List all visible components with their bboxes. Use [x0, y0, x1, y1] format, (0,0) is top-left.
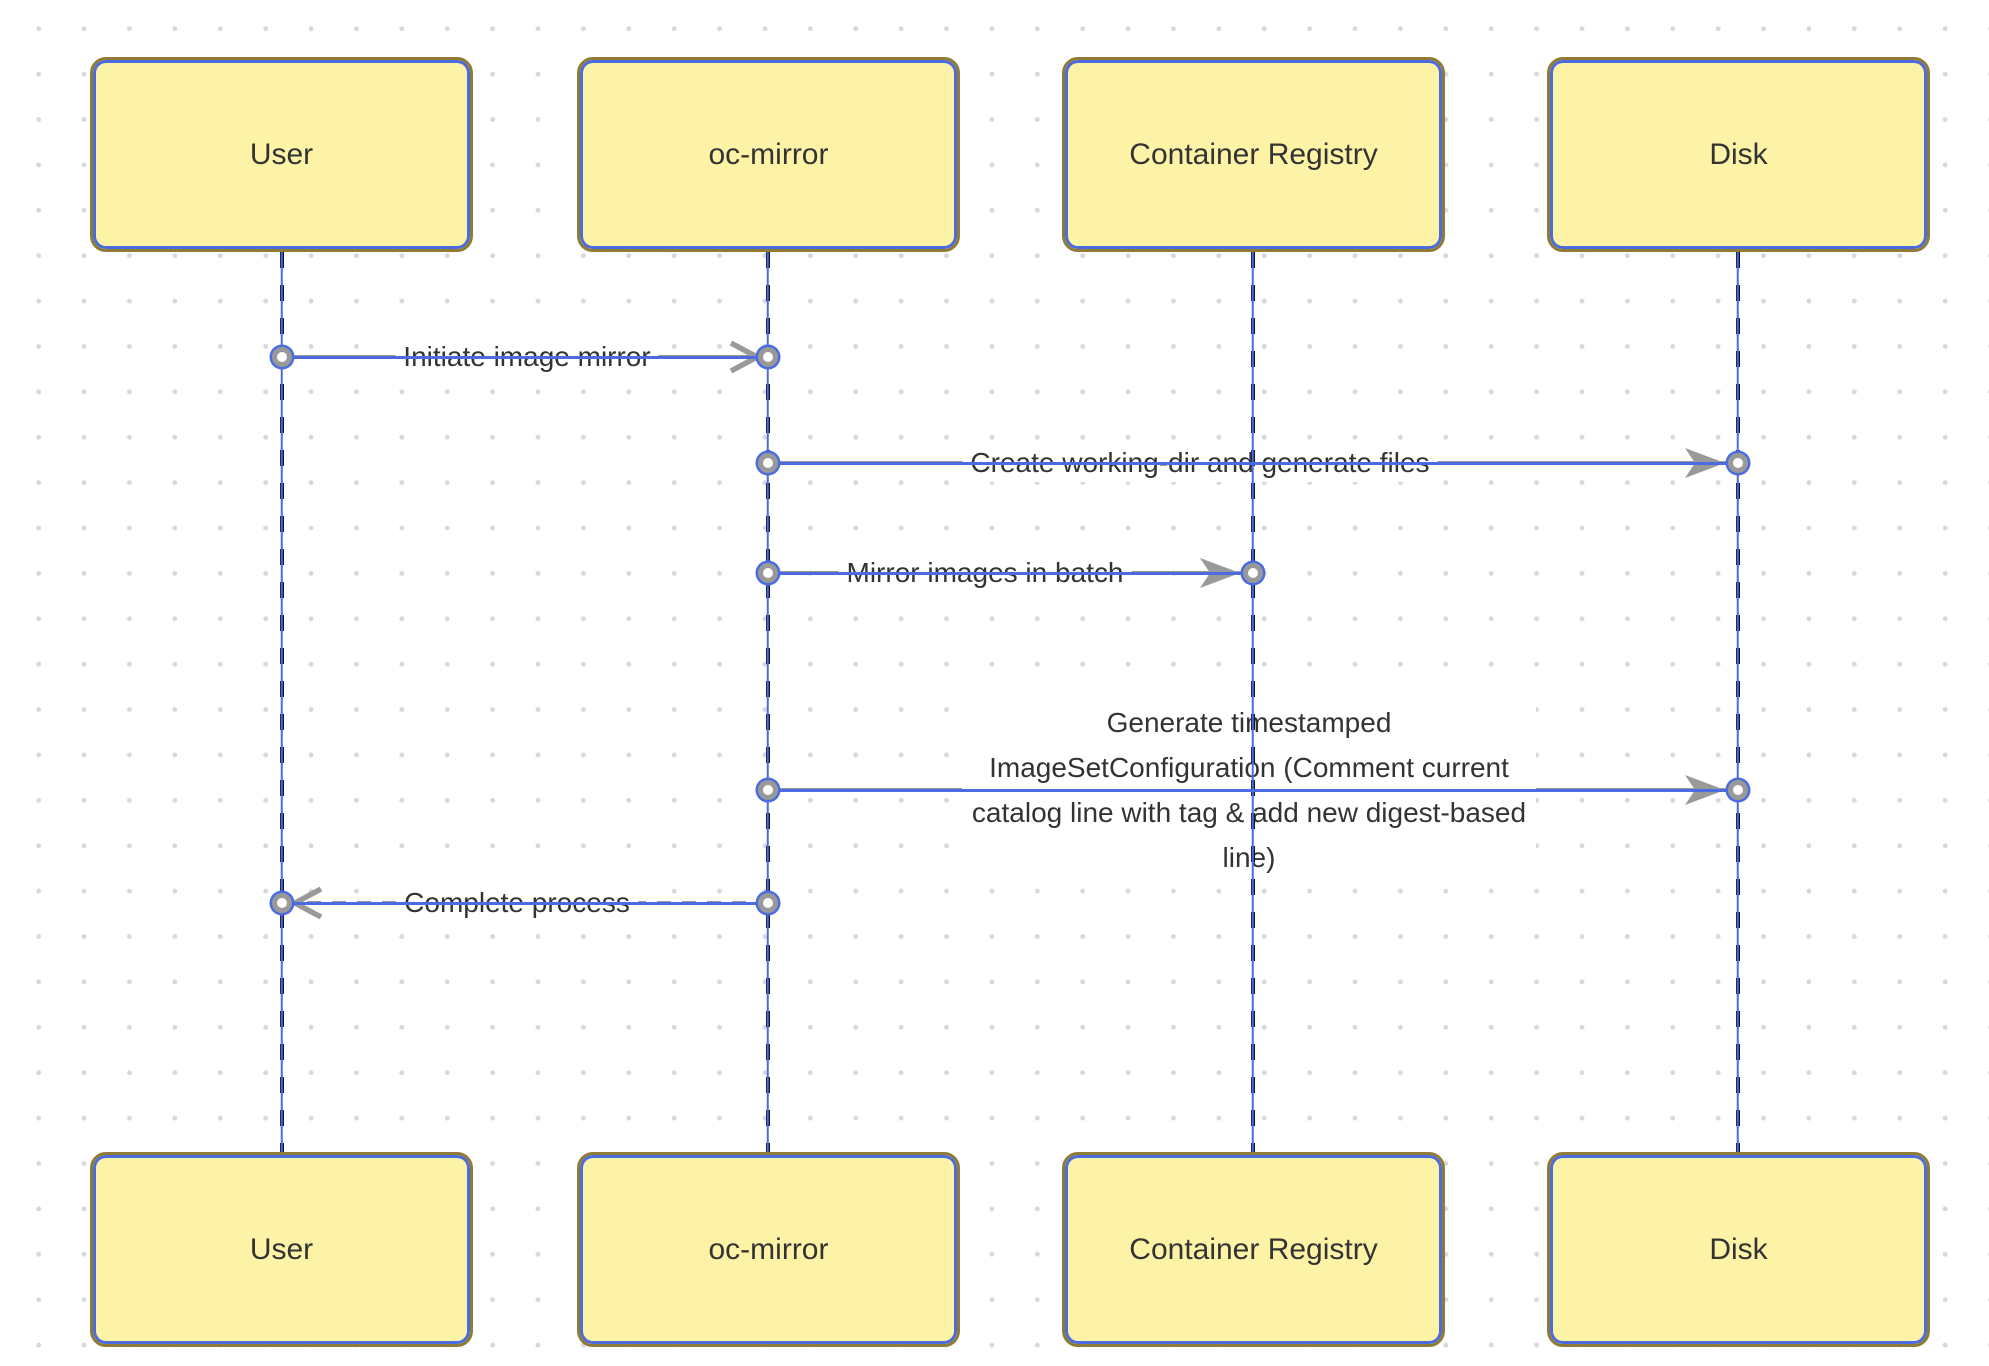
actor-label: oc-mirror	[708, 137, 829, 171]
endpoint-target-handle[interactable]	[1728, 780, 1748, 800]
endpoint-target-handle[interactable]	[1728, 453, 1748, 473]
actor-label: Container Registry	[1129, 1232, 1378, 1266]
edge-selection-line	[282, 902, 768, 905]
endpoint-target-handle[interactable]	[272, 893, 292, 913]
actor-label: Container Registry	[1129, 137, 1378, 171]
actor-box-oc-mirror-top[interactable]: oc-mirror	[577, 57, 960, 252]
actor-label: Disk	[1709, 1232, 1768, 1266]
edge-selection-line	[768, 462, 1738, 465]
lifeline-selection-line	[1251, 252, 1254, 1152]
lifeline-selection-line	[766, 252, 769, 1152]
endpoint-source-handle[interactable]	[758, 563, 778, 583]
endpoint-target-handle[interactable]	[758, 347, 778, 367]
lifeline-user[interactable]	[280, 252, 284, 1152]
edge-selection-line	[768, 789, 1738, 792]
actor-label: User	[249, 137, 314, 171]
actor-label: User	[249, 1232, 314, 1266]
actor-label: Disk	[1709, 137, 1768, 171]
edge-selection-line	[282, 356, 768, 359]
lifeline-oc-mirror[interactable]	[766, 252, 770, 1152]
endpoint-source-handle[interactable]	[272, 347, 292, 367]
endpoint-source-handle[interactable]	[758, 893, 778, 913]
actor-box-container-registry-top[interactable]: Container Registry	[1062, 57, 1445, 252]
endpoint-source-handle[interactable]	[758, 780, 778, 800]
lifeline-selection-line	[1736, 252, 1739, 1152]
actor-box-user-bottom[interactable]: User	[90, 1152, 473, 1347]
lifeline-container-registry[interactable]	[1251, 252, 1255, 1152]
edge-selection-line	[768, 572, 1253, 575]
actor-box-disk-bottom[interactable]: Disk	[1547, 1152, 1930, 1347]
actor-box-user-top[interactable]: User	[90, 57, 473, 252]
endpoint-source-handle[interactable]	[758, 453, 778, 473]
lifeline-selection-line	[280, 252, 283, 1152]
actor-box-container-registry-bottom[interactable]: Container Registry	[1062, 1152, 1445, 1347]
actor-box-oc-mirror-bottom[interactable]: oc-mirror	[577, 1152, 960, 1347]
actor-box-disk-top[interactable]: Disk	[1547, 57, 1930, 252]
endpoint-target-handle[interactable]	[1243, 563, 1263, 583]
lifeline-disk[interactable]	[1736, 252, 1740, 1152]
actor-label: oc-mirror	[708, 1232, 829, 1266]
